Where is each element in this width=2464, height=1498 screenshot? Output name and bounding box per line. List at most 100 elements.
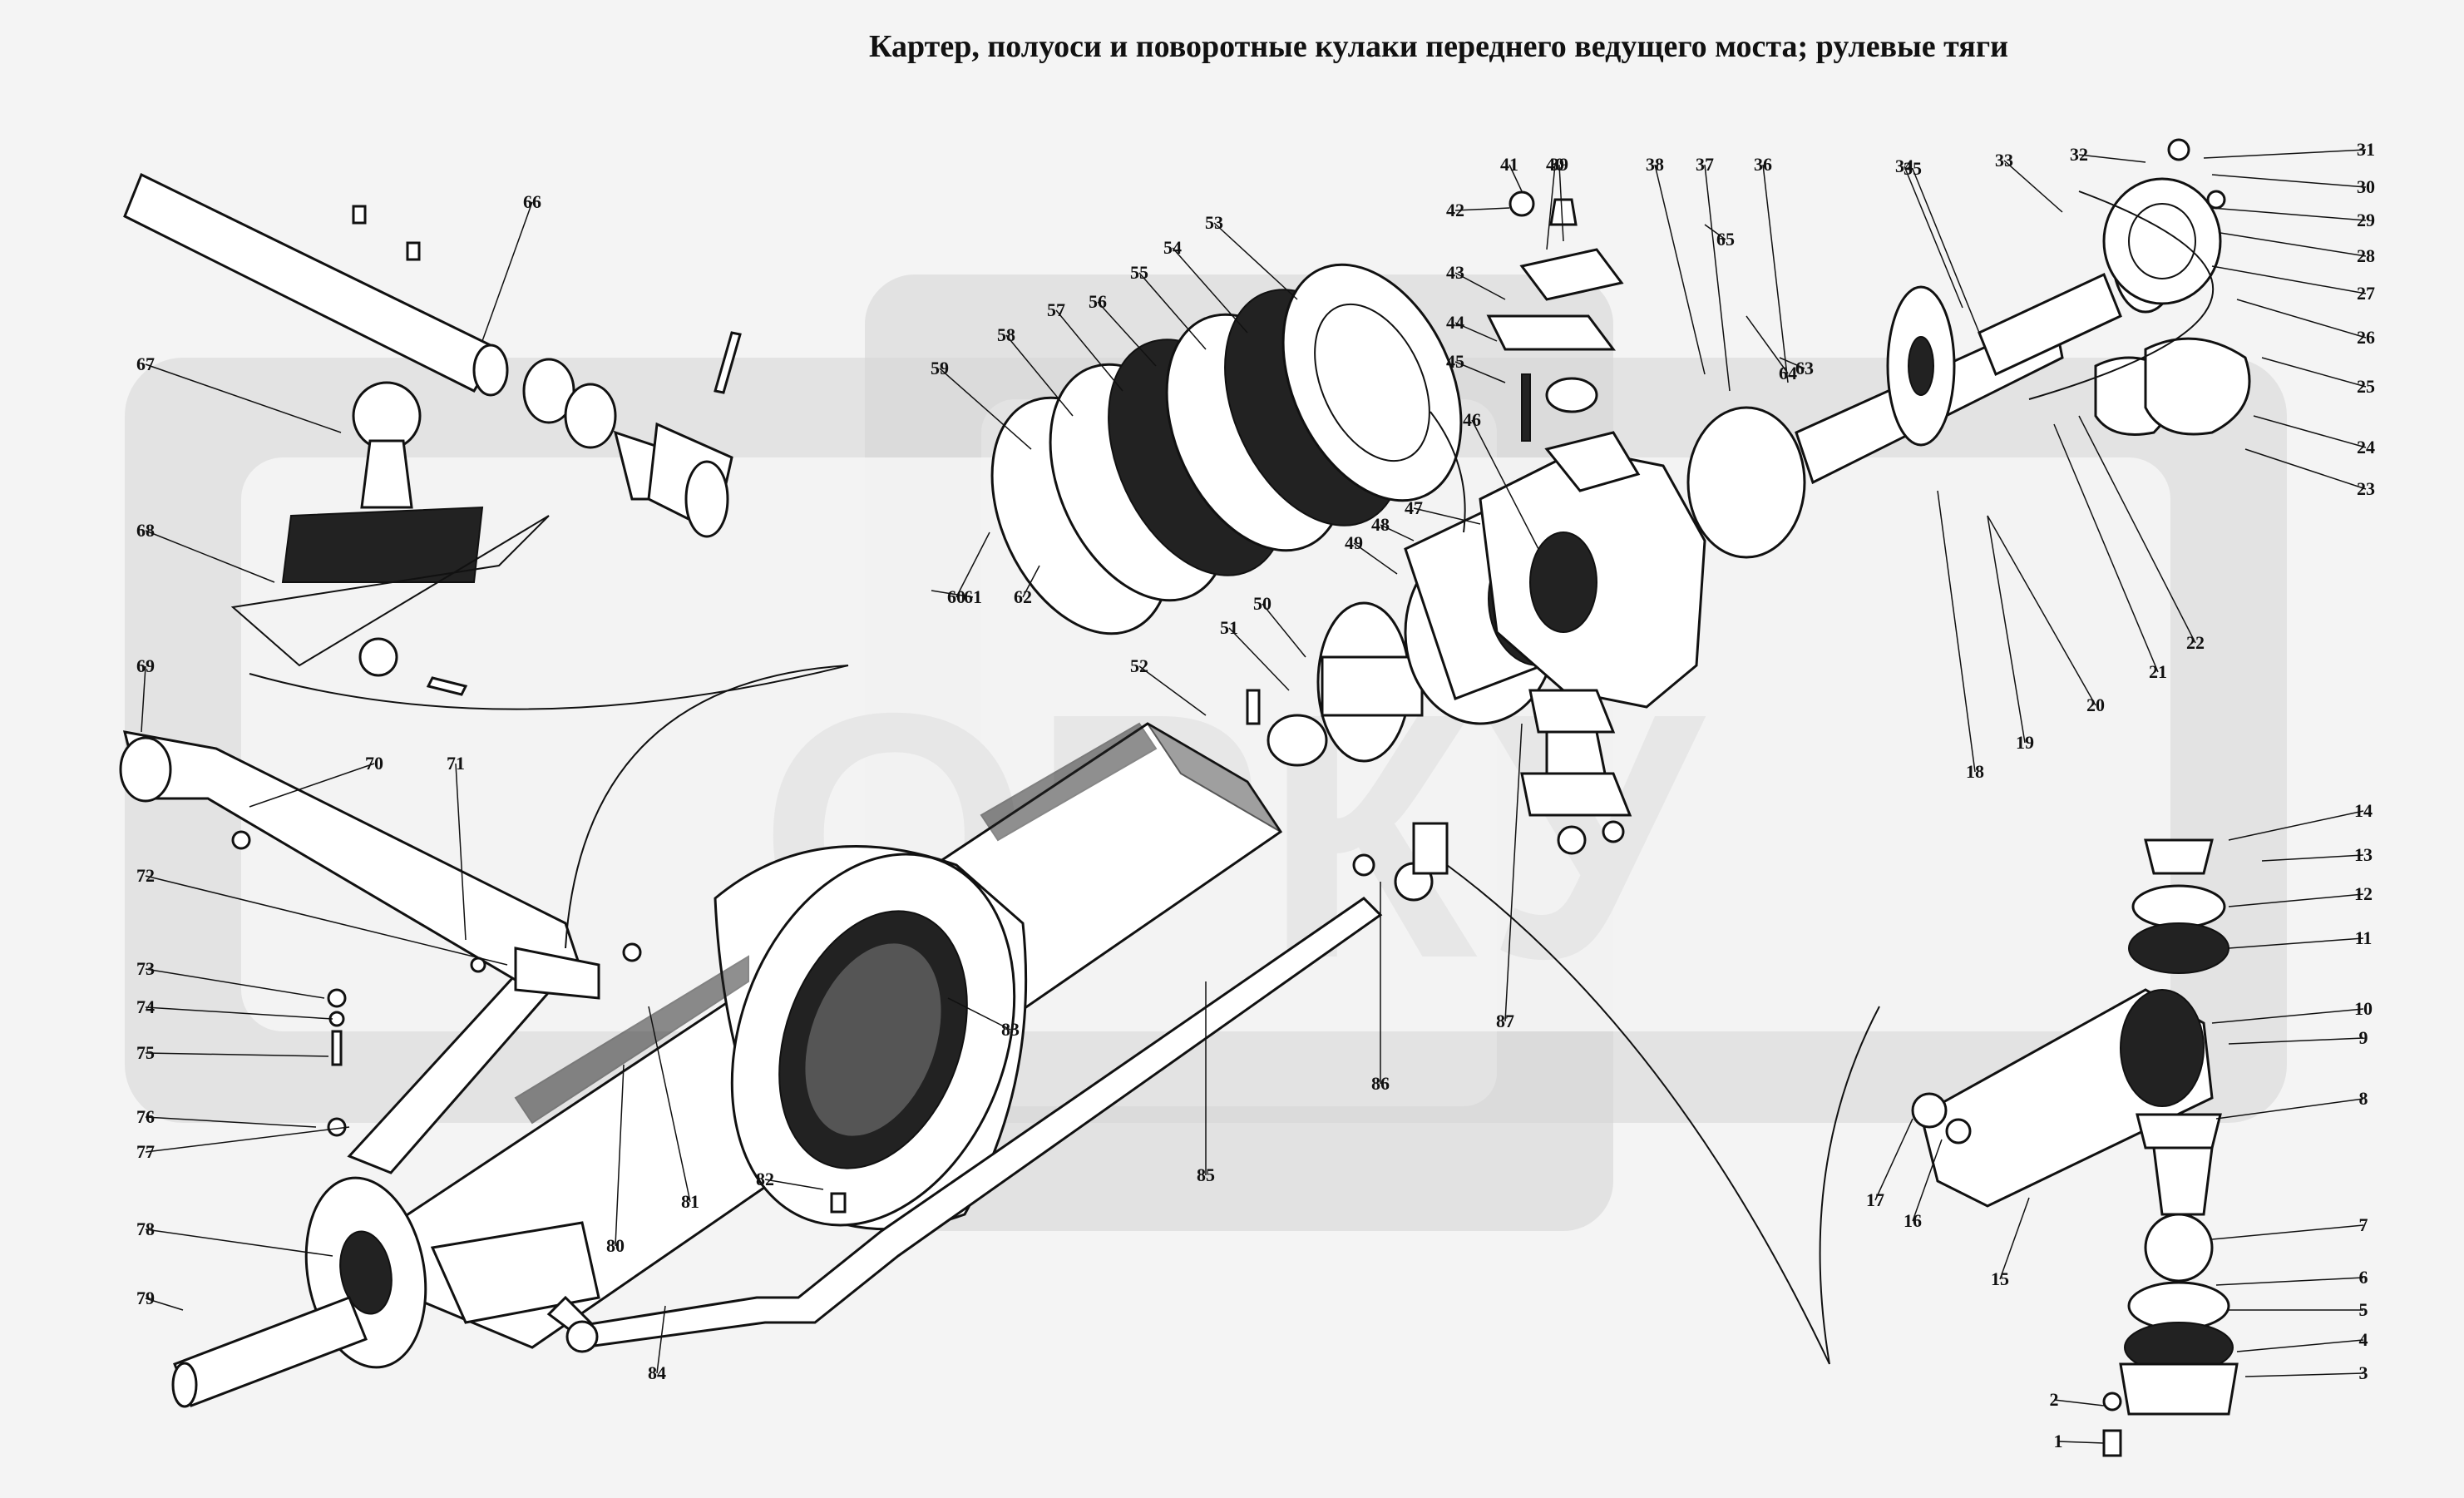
leader-line: [2236, 299, 2367, 339]
leader-line: [145, 363, 342, 433]
part-number-label: 25: [2357, 376, 2375, 397]
leader-line: [764, 1179, 824, 1190]
part-number-label: 14: [2354, 800, 2373, 821]
leader-line: [2253, 415, 2367, 448]
part-number-label: 2: [2050, 1389, 2059, 1410]
part-number-label: 73: [136, 958, 155, 979]
axle-shaft-65: [123, 172, 733, 538]
leader-line: [931, 590, 974, 598]
leader-line: [145, 1229, 333, 1257]
part-number-label: 36: [1754, 154, 1772, 175]
leader-line: [2053, 1399, 2105, 1407]
part-number-label: 58: [997, 324, 1015, 345]
part-number-label: 76: [136, 1106, 155, 1127]
part-number-label: 60: [947, 586, 965, 607]
part-number-label: 65: [1716, 229, 1735, 250]
leader-line: [145, 1298, 184, 1311]
leader-line: [2244, 1372, 2364, 1377]
part-number-label: 62: [1014, 586, 1032, 607]
part-number-label: 15: [1991, 1268, 2009, 1289]
leader-line: [2228, 937, 2364, 949]
leader-line: [1937, 490, 1976, 773]
part-number-label: 4: [2359, 1329, 2368, 1350]
part-number-label: 82: [756, 1169, 774, 1189]
leader-line: [145, 1052, 329, 1057]
part-number-label: 86: [1371, 1073, 1390, 1094]
leader-line: [2228, 810, 2364, 841]
leader-line: [1228, 627, 1290, 691]
leader-line: [1746, 315, 1789, 374]
leader-line: [1005, 334, 1074, 417]
part-number-label: 11: [2355, 927, 2373, 948]
leader-line: [1471, 419, 1539, 550]
part-number-label: 3: [2359, 1362, 2368, 1383]
part-number-label: 64: [1779, 363, 1797, 383]
part-number-label: 50: [1253, 593, 1272, 614]
part-number-label: 28: [2357, 245, 2375, 266]
drag-link: [119, 730, 600, 1000]
part-number-label: 1: [2054, 1431, 2063, 1451]
leader-line: [1138, 272, 1207, 350]
part-number-label: 31: [2357, 139, 2375, 160]
part-number-label: 72: [136, 865, 155, 886]
part-number-label: 20: [2086, 695, 2105, 715]
leader-line: [1987, 515, 2096, 706]
part-number-label: 55: [1130, 262, 1148, 283]
part-number-label: 19: [2016, 732, 2034, 753]
part-number-label: 52: [1130, 655, 1148, 676]
leader-line: [1762, 164, 1789, 383]
leader-line: [145, 968, 325, 999]
leader-line: [1213, 222, 1298, 300]
leader-line: [2078, 415, 2196, 644]
leader-line: [1654, 164, 1706, 375]
part-number-label: 5: [2359, 1299, 2368, 1320]
gearshift-boot: [230, 381, 550, 667]
bearing-stack: [990, 263, 1463, 635]
leader-line: [141, 665, 146, 733]
leader-line: [1779, 357, 1805, 369]
leader-line: [1097, 301, 1157, 367]
part-number-label: 10: [2354, 998, 2373, 1019]
leader-line: [2244, 448, 2367, 490]
leader-line: [1413, 507, 1481, 525]
part-number-label: 74: [136, 996, 155, 1017]
leader-line: [1912, 168, 1980, 334]
leader-line: [955, 531, 990, 598]
part-number-label: 41: [1500, 154, 1518, 175]
part-number-label: 21: [2149, 661, 2167, 682]
left-hub-assembly: [171, 1176, 601, 1408]
part-number-label: 69: [136, 655, 155, 676]
leader-line: [1912, 1139, 1943, 1222]
leader-line: [1874, 1118, 1913, 1201]
assembly-guide-curves: [249, 190, 2214, 1365]
part-number-label: 47: [1405, 497, 1423, 518]
leader-line: [145, 1126, 350, 1153]
part-number-label: 56: [1089, 291, 1107, 312]
leader-line: [615, 1064, 625, 1247]
part-number-label: 40: [1546, 154, 1564, 175]
part-number-label: 35: [1904, 158, 1922, 179]
leader-line: [249, 763, 375, 808]
leader-line: [1999, 1197, 2030, 1280]
leader-line: [145, 1116, 317, 1128]
leader-line: [2211, 1224, 2364, 1240]
part-number-label: 8: [2359, 1088, 2368, 1109]
leader-line: [648, 1006, 691, 1203]
leader-line: [2261, 357, 2367, 388]
leader-line: [1904, 166, 1963, 309]
part-number-label: 87: [1496, 1011, 1514, 1031]
part-number-label: 85: [1197, 1164, 1215, 1185]
part-number-label: 59: [931, 358, 949, 378]
part-number-label: 17: [1866, 1189, 1884, 1210]
steering-knuckle: [1479, 431, 1706, 709]
part-number-label: 32: [2070, 144, 2088, 165]
leader-line: [2228, 1037, 2364, 1045]
part-number-label: 6: [2359, 1267, 2368, 1288]
part-number-label: 24: [2357, 437, 2375, 457]
part-number-label: 80: [606, 1235, 625, 1256]
leader-line: [1138, 665, 1207, 716]
leader-line: [1504, 723, 1523, 1022]
leader-line: [2057, 1441, 2105, 1444]
part-number-label: 54: [1163, 237, 1182, 258]
